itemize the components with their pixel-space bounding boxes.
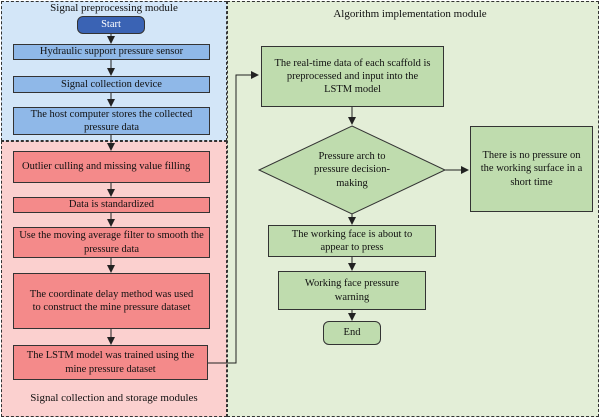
moving-average-filter-box: Use the moving average filter to smooth … — [13, 227, 210, 258]
end-node: End — [323, 321, 381, 345]
outlier-culling-box: Outlier culling and missing value fillin… — [13, 151, 210, 183]
host-computer-stores-box: The host computer stores the collected p… — [13, 107, 210, 135]
coordinate-delay-box: The coordinate delay method was used to … — [13, 273, 210, 329]
pressure-sensor-box: Hydraulic support pressure sensor — [13, 44, 210, 60]
arrow-lstm-to-realtime — [208, 71, 259, 364]
start-node: Start — [77, 16, 145, 34]
preprocessing-region-title: Signal preprocessing module — [50, 2, 178, 14]
pressure-warning-box: Working face pressure warning — [278, 271, 426, 310]
about-to-press-box: The working face is about to appear to p… — [268, 225, 436, 257]
lstm-trained-box: The LSTM model was trained using the min… — [13, 345, 208, 380]
pressure-decision-diamond — [257, 125, 447, 215]
signal-collection-device-box: Signal collection device — [13, 76, 210, 93]
pressure-decision-label: Pressure arch to pressure decision-makin… — [313, 151, 391, 189]
realtime-data-input-box: The real-time data of each scaffold is p… — [261, 46, 444, 107]
no-pressure-box: There is no pressure on the working surf… — [470, 126, 593, 212]
algorithm-region-title: Algorithm implementation module — [333, 8, 487, 20]
storage-region-title: Signal collection and storage modules — [30, 392, 198, 404]
data-standardized-box: Data is standardized — [13, 197, 210, 213]
